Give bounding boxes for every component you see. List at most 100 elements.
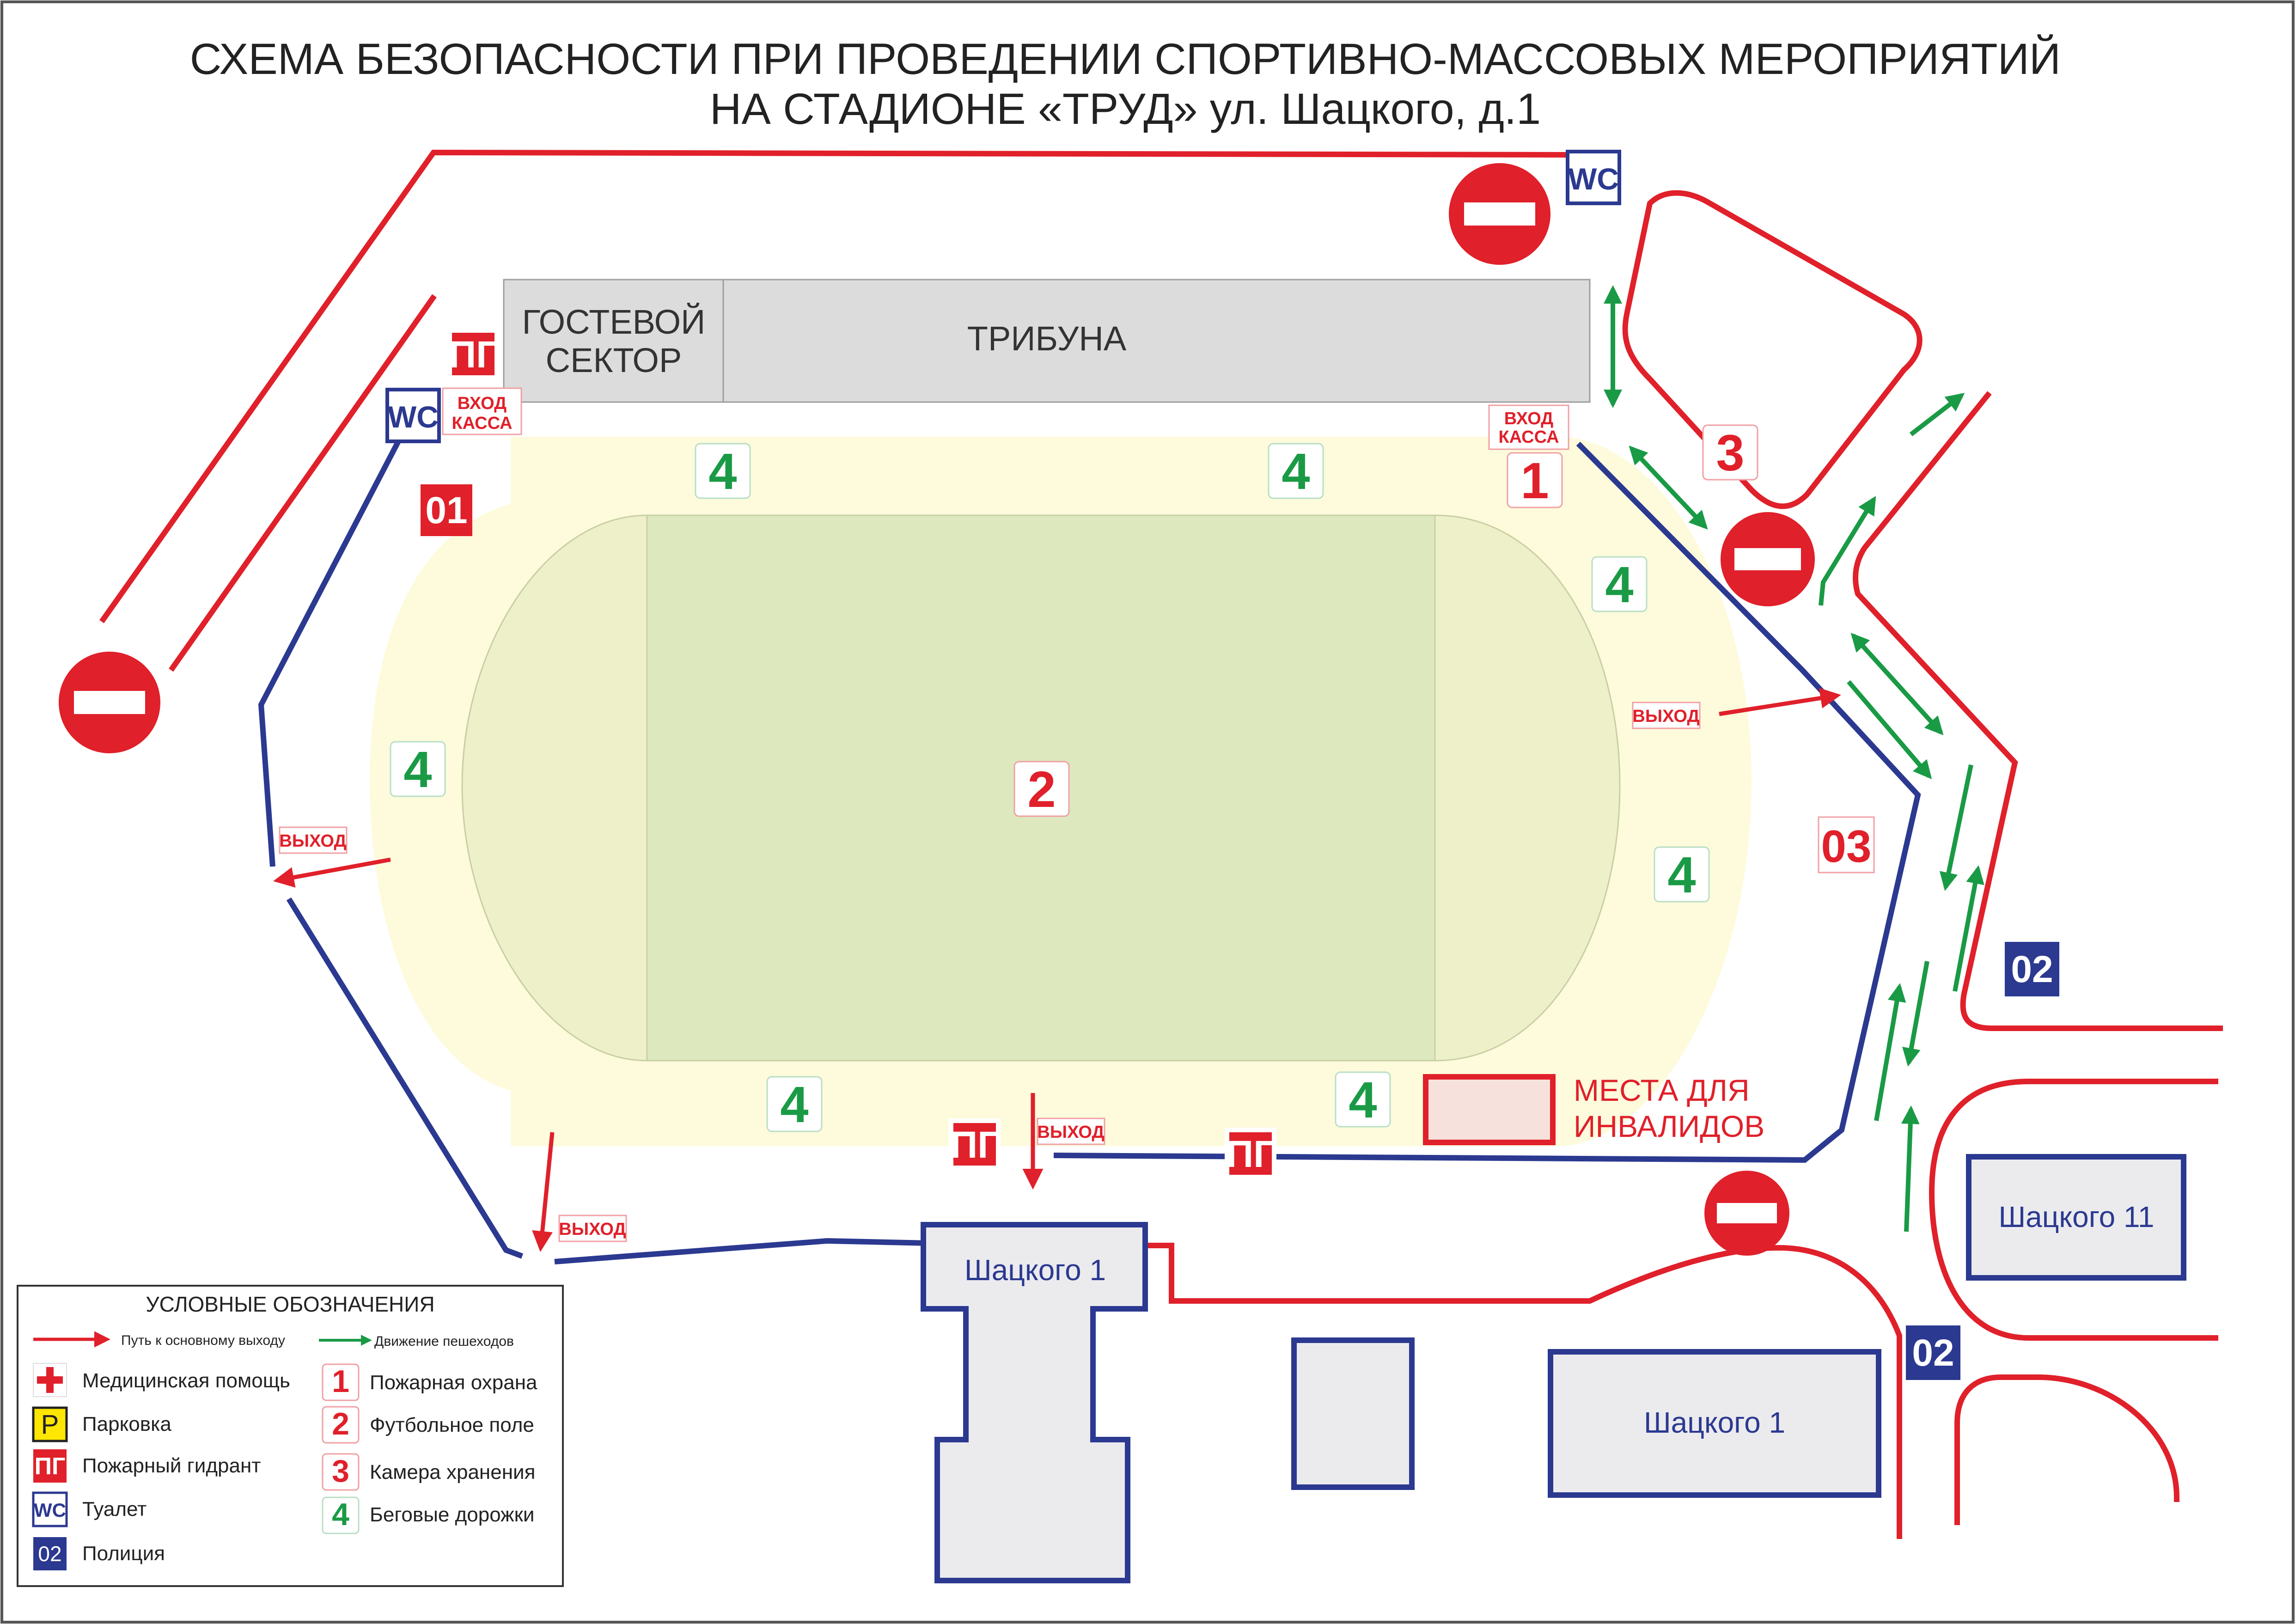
svg-text:3: 3 <box>1716 425 1744 482</box>
svg-text:4: 4 <box>1282 443 1310 500</box>
lane-marker-b: 4 <box>1268 443 1324 500</box>
svg-text:ВЫХОД: ВЫХОД <box>1037 1123 1104 1142</box>
svg-text:02: 02 <box>38 1542 61 1566</box>
lane-marker-f: 4 <box>766 1076 823 1133</box>
legend-fire-guard-text: Пожарная охрана <box>370 1371 537 1394</box>
building-shatskogo-11-label: Шацкого 11 <box>1999 1200 2155 1233</box>
lane-marker-c: 4 <box>1591 556 1648 613</box>
exit-arrow-right <box>1719 688 1841 716</box>
road-east-2 <box>1929 1079 2218 1341</box>
legend: УСЛОВНЫЕ ОБОЗНАЧЕНИЯ Путь к основному вы… <box>17 1285 564 1587</box>
svg-text:01: 01 <box>425 489 467 531</box>
lane-marker-a: 4 <box>695 443 751 500</box>
title-line-2: НА СТАДИОНЕ «ТРУД» ул. Шацкого, д.1 <box>710 85 1541 134</box>
no-entry-sign-top <box>1449 163 1550 265</box>
legend-hydrant-icon: ПГ <box>33 1449 67 1483</box>
legend-police-icon: 02 <box>33 1537 67 1570</box>
no-entry-sign-bottom <box>1704 1171 1789 1256</box>
legend-medical-icon <box>33 1363 67 1397</box>
police-1: 02 <box>2005 942 2059 996</box>
barrier-left-lower <box>286 897 524 1259</box>
building-shatskogo-1-second-label: Шацкого 1 <box>1644 1406 1785 1439</box>
no-entry-sign-right <box>1721 512 1815 606</box>
barrier-right <box>1053 441 1921 1163</box>
legend-n4-icon: 4 <box>322 1496 360 1534</box>
exit-arrow-left <box>273 857 391 888</box>
guest-sector <box>503 279 724 403</box>
legend-tracks-text: Беговые дорожки <box>370 1503 534 1526</box>
svg-text:ВЫХОД: ВЫХОД <box>279 831 346 851</box>
svg-text:4: 4 <box>1667 847 1696 904</box>
svg-text:4: 4 <box>708 443 737 500</box>
exit-label-bottom-center: ВЫХОД <box>1037 1117 1105 1145</box>
guest-sector-label-1: ГОСТЕВОЙ <box>522 303 706 341</box>
lane-marker-g: 4 <box>1335 1071 1391 1129</box>
green-arrow-4 <box>1847 680 1932 780</box>
building-shatskogo-1-main-label: Шацкого 1 <box>964 1253 1106 1287</box>
barrier-left-upper <box>258 428 407 867</box>
legend-police-text: Полиция <box>82 1542 165 1565</box>
post-01: 01 <box>421 484 472 536</box>
title-line-1: СХЕМА БЕЗОПАСНОСТИ ПРИ ПРОВЕДЕНИИ СПОРТИ… <box>190 34 2061 84</box>
zone-3: 3 <box>1702 424 1758 482</box>
toilet-top: WC <box>1566 150 1621 205</box>
legend-title: УСЛОВНЫЕ ОБОЗНАЧЕНИЯ <box>146 1292 434 1316</box>
road-east-3 <box>1954 1374 2179 1525</box>
legend-storage-text: Камера хранения <box>370 1461 535 1484</box>
legend-parking-text: Парковка <box>82 1413 171 1435</box>
legend-n2-icon: 2 <box>322 1406 360 1444</box>
green-arrow-5 <box>1939 764 1973 891</box>
svg-text:03: 03 <box>1821 821 1871 872</box>
entrance-right: ВХОД КАССА <box>1488 404 1569 450</box>
svg-text:2: 2 <box>332 1406 349 1441</box>
tribune <box>722 279 1591 403</box>
legend-football-text: Футбольное поле <box>370 1414 534 1436</box>
toilet-top-label: WC <box>1568 162 1619 196</box>
svg-text:02: 02 <box>1912 1332 1954 1374</box>
svg-text:3: 3 <box>332 1453 349 1489</box>
guest-sector-label-2: СЕКТОР <box>546 341 682 379</box>
lane-marker-d: 4 <box>390 741 446 798</box>
green-arrow-3 <box>1850 633 1944 735</box>
entrance-left-kassa: КАССА <box>452 414 512 433</box>
svg-text:P: P <box>41 1410 59 1440</box>
green-arrow-7 <box>1902 961 1929 1067</box>
building-small <box>1291 1337 1415 1490</box>
hydrant-top: ПГ <box>447 328 499 380</box>
disabled-seating-label-2: ИНВАЛИДОВ <box>1574 1109 1764 1143</box>
blue-barriers <box>258 428 1921 1264</box>
tribune-label: ТРИБУНА <box>967 319 1127 358</box>
barrier-bottom-left <box>554 1238 929 1264</box>
entrance-right-kassa: КАССА <box>1498 427 1559 447</box>
svg-text:02: 02 <box>2011 948 2053 990</box>
legend-walk-text: Движение пешеходов <box>374 1334 514 1349</box>
building-shatskogo-11 <box>1966 1154 2186 1281</box>
hydrant-bottom-1: ПГ <box>949 1118 1001 1170</box>
hydrant-top-label: ПГ <box>449 334 497 376</box>
legend-parking-icon: P <box>32 1406 68 1442</box>
legend-n3-icon: 3 <box>322 1453 360 1491</box>
svg-text:4: 4 <box>780 1076 808 1133</box>
green-arrow-6 <box>1953 865 1984 992</box>
green-arrow-1 <box>1819 496 1876 606</box>
toilet-left-label: WC <box>388 400 439 434</box>
svg-text:4: 4 <box>332 1497 349 1532</box>
disabled-seating-area <box>1423 1074 1556 1145</box>
entrance-right-vhod: ВХОД <box>1504 409 1554 428</box>
svg-text:ВЫХОД: ВЫХОД <box>1632 707 1699 726</box>
svg-text:4: 4 <box>403 741 432 798</box>
building-shatskogo-1-second <box>1548 1349 1881 1498</box>
entrance-left: ВХОД КАССА <box>442 387 522 435</box>
legend-exit-text: Путь к основному выходу <box>121 1333 285 1348</box>
zone-1: 1 <box>1507 452 1563 509</box>
building-shatskogo-1-main <box>921 1222 1148 1583</box>
green-arrow-entry <box>1629 446 1708 530</box>
exit-label-left: ВЫХОД <box>279 826 348 854</box>
legend-toilet-icon: WC <box>32 1491 68 1527</box>
legend-hydrant-text: Пожарный гидрант <box>82 1454 261 1477</box>
police-2: 02 <box>1906 1325 1960 1380</box>
parking-loop <box>1622 190 1923 509</box>
svg-text:4: 4 <box>1605 556 1633 613</box>
exit-label-bottom-left: ВЫХОД <box>558 1215 627 1242</box>
